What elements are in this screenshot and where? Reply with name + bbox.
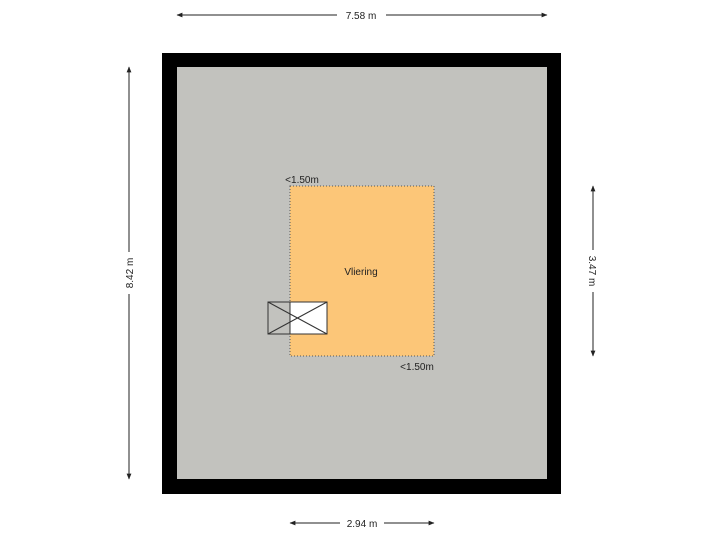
height-note-bottom: <1.50m (400, 362, 434, 373)
hatch-opening (267, 301, 328, 335)
dimension-left: 8.42 m (125, 66, 136, 480)
dimension-right: 3.47 m (586, 185, 597, 357)
dimension-top: 7.58 m (176, 11, 548, 22)
room-boundary-dotted (289, 185, 435, 357)
dimension-bottom: 2.94 m (289, 519, 435, 530)
dimension-left-label: 8.42 m (125, 258, 136, 289)
dimension-top-label: 7.58 m (346, 11, 377, 22)
room-label: Vliering (344, 267, 377, 278)
height-note-top: <1.50m (285, 175, 319, 186)
dimension-right-label: 3.47 m (586, 256, 597, 287)
dimension-bottom-label: 2.94 m (347, 519, 378, 530)
